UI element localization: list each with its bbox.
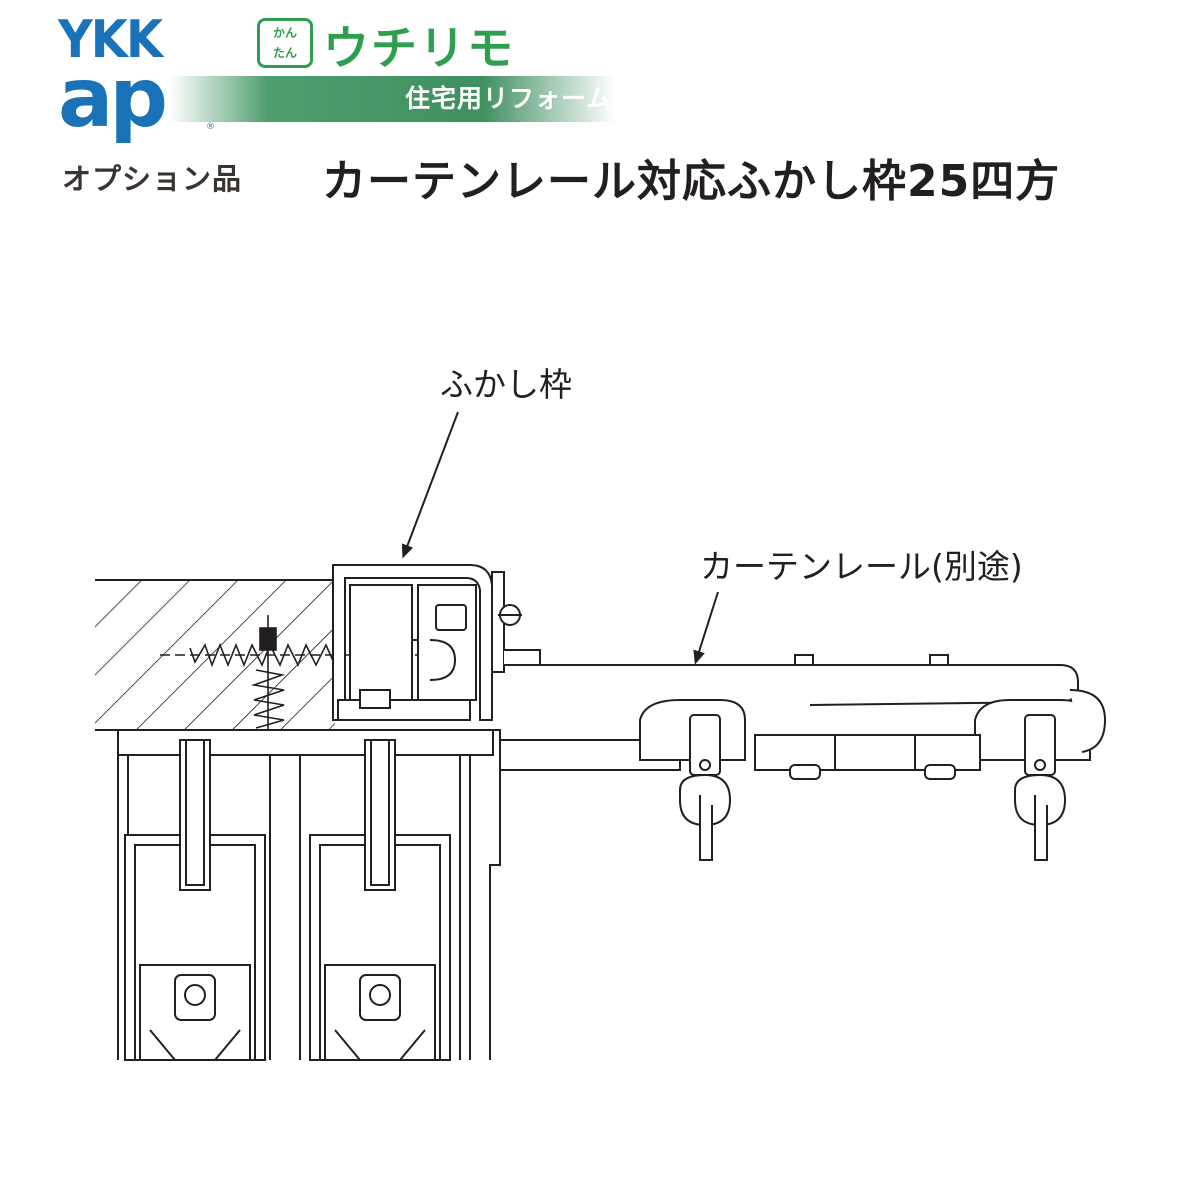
label-fukashi-waku-group: ふかし枠 [401,365,572,559]
label-curtain-rail-group: カーテンレール(別途) [693,547,1023,665]
curtain-rail [490,654,1107,861]
reform-tagline: 住宅用リフォーム商品 [405,84,665,113]
fukashi-frame [332,564,541,721]
ykk-ap-logo: YKK ap ® [58,10,215,140]
registered-mark: ® [206,122,215,132]
kantan-badge: かん たん [257,18,313,68]
kantan-line1: かん [272,26,297,40]
fukashi-waku-leader-arrow [401,411,459,559]
option-label: オプション品 [62,162,243,196]
product-title: カーテンレール対応ふかし枠25四方 [322,156,1061,207]
logo-ap-text: ap [58,51,168,146]
curtain-rail-leader-arrow [693,591,719,665]
label-fukashi-waku: ふかし枠 [440,365,572,404]
logo-ykk-text: YKK [58,10,163,70]
label-curtain-rail: カーテンレール(別途) [700,547,1023,586]
brand-name: ウチリモ [323,21,515,75]
uchirimo-brand: かん たん ウチリモ 住宅用リフォーム商品 [170,16,663,126]
tagline-bar [170,76,615,122]
kantan-line2: たん [272,46,297,60]
window-sash-section [117,729,501,1061]
